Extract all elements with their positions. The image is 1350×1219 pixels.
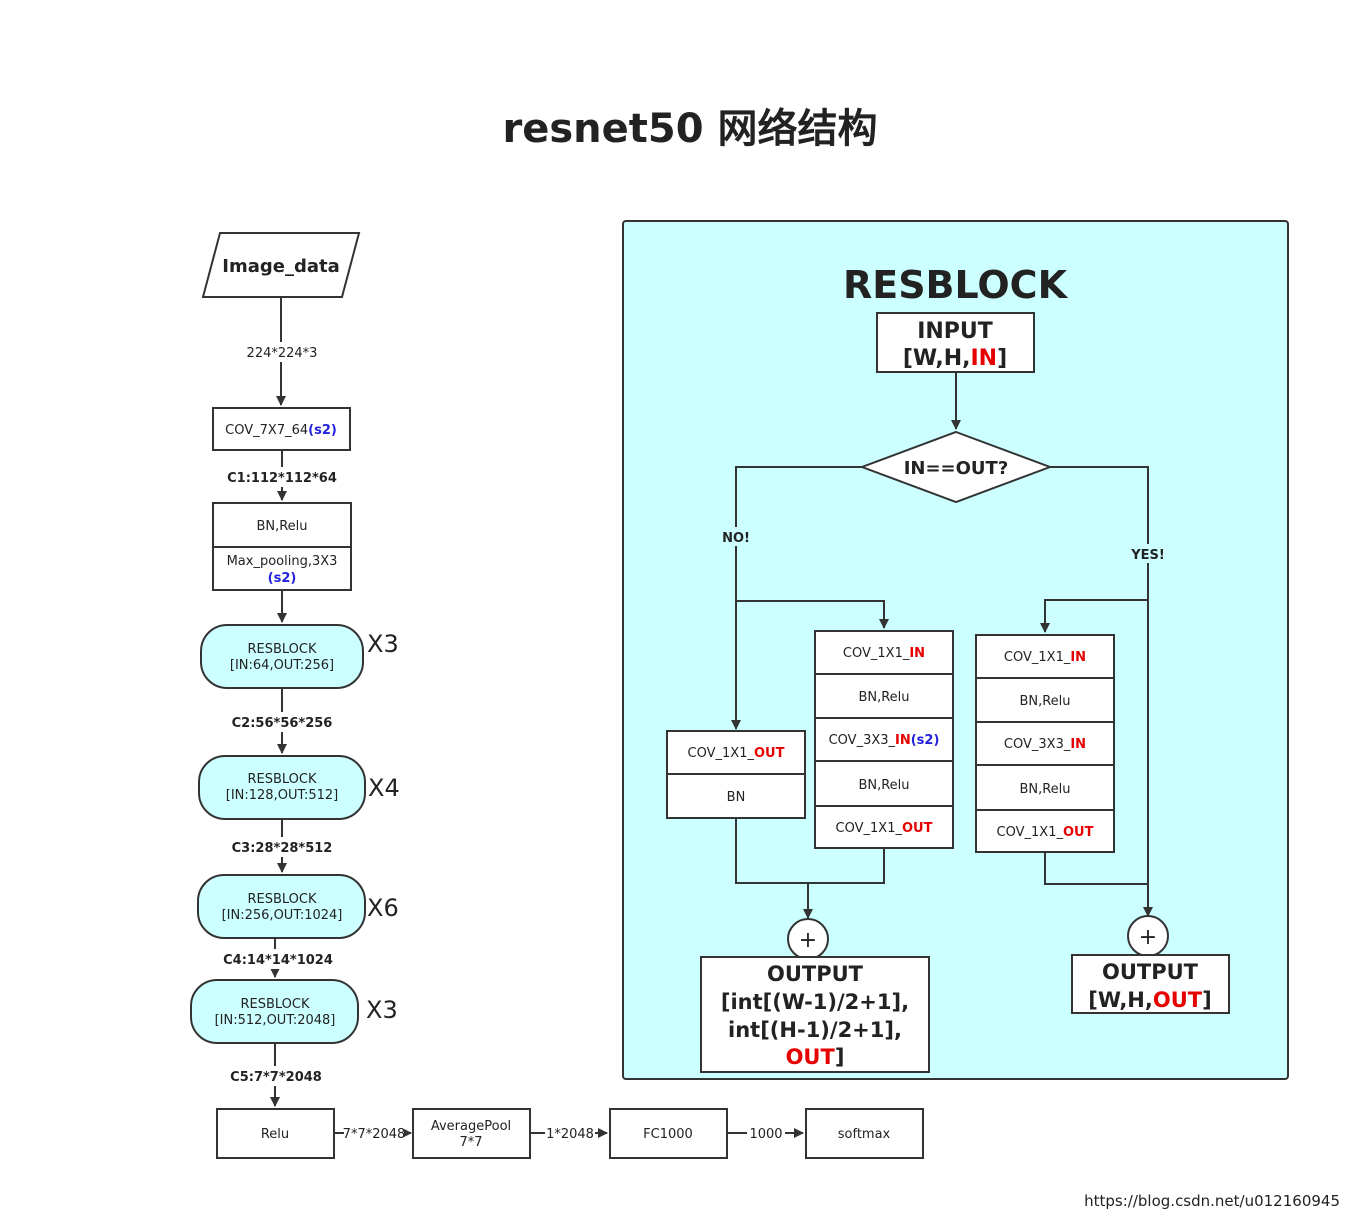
- yes-label: YES!: [1130, 548, 1165, 563]
- rb-bn2-label: BN,Relu: [1019, 782, 1070, 797]
- add-node-left-label: +: [799, 928, 817, 953]
- fc1000-label: FC1000: [643, 1127, 693, 1142]
- input-parallelogram: [201, 232, 361, 298]
- edge-input-label: 224*224*3: [247, 346, 318, 361]
- output-left-l4: OUT]: [786, 1045, 845, 1069]
- shortcut-bn-label: BN: [727, 790, 746, 805]
- stage4-name: RESBLOCK: [240, 997, 310, 1012]
- resblock-title: RESBLOCK: [843, 263, 1069, 307]
- edge-relu-avgpool-label: 7*7*2048: [343, 1127, 406, 1142]
- input-box: [876, 312, 1035, 373]
- avgpool-label: AveragePool: [431, 1119, 511, 1134]
- stage2-repeat: X4: [368, 774, 400, 802]
- output-right-box: [1071, 954, 1230, 1014]
- relu-label: Relu: [261, 1127, 289, 1142]
- rb-conv3-label: COV_1X1_OUT: [997, 825, 1094, 840]
- output-left-l1: OUTPUT: [767, 962, 864, 986]
- edge-fc-softmax-label: 1000: [749, 1127, 782, 1142]
- lb-conv3-label: COV_1X1_OUT: [836, 821, 933, 836]
- stage2-params: [IN:128,OUT:512]: [226, 788, 338, 803]
- softmax-box: [805, 1108, 924, 1159]
- shortcut-conv-label: COV_1X1_OUT: [688, 746, 785, 761]
- rb-conv2-label: COV_3X3_IN: [1004, 737, 1086, 752]
- stage1-repeat: X3: [367, 630, 399, 658]
- lb-conv1-label: COV_1X1_IN: [843, 646, 925, 661]
- avgpool-box: [412, 1108, 531, 1159]
- output-right-l1: OUTPUT: [1102, 960, 1199, 984]
- stage3-name: RESBLOCK: [247, 892, 317, 907]
- conv1-label: COV_7X7_64(s2): [225, 423, 337, 438]
- output-left-l2: [int[(W-1)/2+1],: [721, 990, 909, 1014]
- rb-bn1-label: BN,Relu: [1019, 694, 1070, 709]
- edge-avgpool-fc-label: 1*2048: [546, 1127, 594, 1142]
- stage4-repeat: X3: [366, 996, 398, 1024]
- stage3-resblock: [197, 874, 366, 939]
- rb-bn2-box: [975, 764, 1115, 811]
- output-left-box: [700, 956, 930, 1073]
- stage2-name: RESBLOCK: [247, 772, 317, 787]
- stage3-params: [IN:256,OUT:1024]: [222, 908, 343, 923]
- maxpool-label: Max_pooling,3X3: [227, 554, 338, 569]
- stage4-params: [IN:512,OUT:2048]: [215, 1013, 336, 1028]
- edge-c5-label: C5:7*7*2048: [230, 1070, 322, 1085]
- resblock-panel: [622, 220, 1289, 1080]
- shortcut-bn-box: [666, 773, 806, 819]
- lb-conv3-box: [814, 805, 954, 849]
- rb-conv1-box: [975, 634, 1115, 679]
- edge-c4-label: C4:14*14*1024: [223, 953, 333, 968]
- bn-relu-label: BN,Relu: [256, 519, 307, 534]
- conv1-box: [212, 407, 351, 451]
- watermark: https://blog.csdn.net/u012160945: [1084, 1192, 1340, 1210]
- lb-bn2-box: [814, 760, 954, 807]
- output-right-l2: [W,H,OUT]: [1088, 988, 1211, 1012]
- stage1-name: RESBLOCK: [247, 642, 317, 657]
- fc1000-box: [609, 1108, 728, 1159]
- rb-conv3-box: [975, 809, 1115, 853]
- lb-conv2-box: [814, 717, 954, 762]
- add-node-right-label: +: [1139, 925, 1157, 950]
- page-title: resnet50 网络结构: [503, 106, 878, 152]
- avgpool-size-label: 7*7: [459, 1135, 482, 1150]
- edge-c1-label: C1:112*112*64: [227, 471, 337, 486]
- shortcut-conv-box: [666, 730, 806, 775]
- no-label: NO!: [722, 531, 750, 546]
- maxpool-box: [212, 546, 352, 591]
- relu-box: [216, 1108, 335, 1159]
- stage1-params: [IN:64,OUT:256]: [230, 658, 334, 673]
- lb-conv1-box: [814, 630, 954, 675]
- rb-conv1-label: COV_1X1_IN: [1004, 650, 1086, 665]
- decision-label: IN==OUT?: [904, 458, 1009, 479]
- output-left-l3: int[(H-1)/2+1],: [728, 1018, 902, 1042]
- rb-conv2-box: [975, 721, 1115, 766]
- lb-bn1-label: BN,Relu: [858, 690, 909, 705]
- stage3-repeat: X6: [367, 894, 399, 922]
- decision-diamond: [859, 430, 1053, 504]
- lb-bn2-label: BN,Relu: [858, 778, 909, 793]
- lb-conv2-label: COV_3X3_IN(s2): [829, 733, 940, 748]
- softmax-label: softmax: [838, 1127, 891, 1142]
- edge-c3-label: C3:28*28*512: [232, 841, 333, 856]
- input-line2: [W,H,IN]: [903, 346, 1007, 371]
- input-label: Image_data: [222, 256, 339, 277]
- maxpool-stride: (s2): [268, 571, 297, 586]
- edge-c2-label: C2:56*56*256: [232, 716, 333, 731]
- lb-bn1-box: [814, 673, 954, 719]
- input-line1: INPUT: [917, 319, 993, 344]
